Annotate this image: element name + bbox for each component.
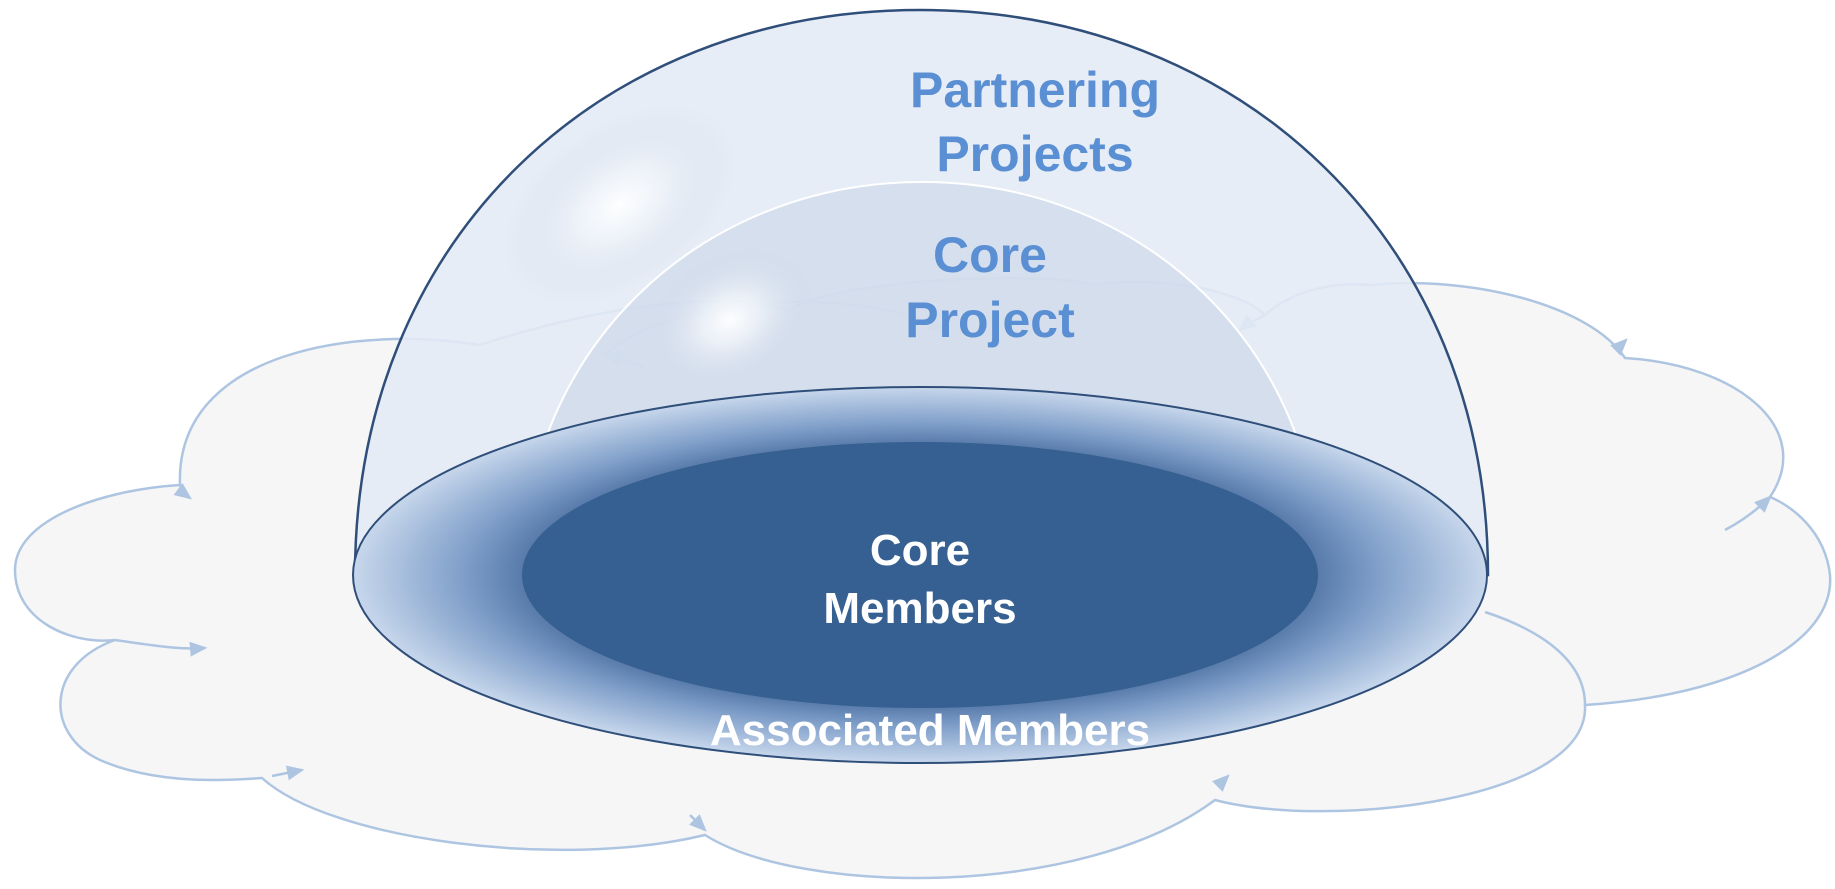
inner-dome-label-line2: Project bbox=[905, 292, 1075, 348]
dome-shine bbox=[504, 105, 736, 305]
cloud-arc bbox=[1484, 610, 1587, 706]
inner-dome-shine bbox=[645, 247, 815, 393]
cloud-arc bbox=[1610, 338, 1628, 356]
cloud-arc bbox=[689, 814, 707, 832]
outer-dome-label-line1: Partnering bbox=[910, 62, 1160, 118]
cloud-arc bbox=[1212, 774, 1230, 792]
cloud-arc bbox=[114, 638, 208, 657]
outer-dome-label-line2: Projects bbox=[936, 126, 1133, 182]
core-members-disc bbox=[522, 442, 1318, 708]
core-members-label-line1: Core bbox=[870, 526, 970, 575]
cloud-arc bbox=[1724, 495, 1772, 532]
associated-members-label: Associated Members bbox=[710, 706, 1150, 755]
core-members-label-line2: Members bbox=[823, 584, 1016, 633]
inner-dome-label-line1: Core bbox=[933, 227, 1047, 283]
cloud-arc bbox=[173, 482, 192, 500]
cloud-arc bbox=[271, 765, 305, 781]
